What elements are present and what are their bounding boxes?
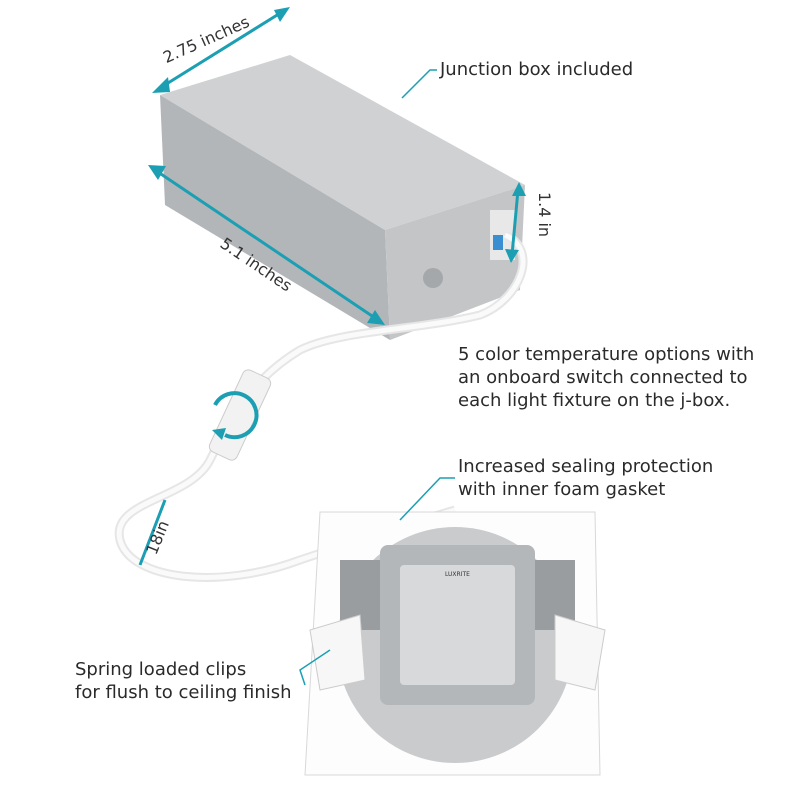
clips-callout: Spring loaded clips for flush to ceiling… xyxy=(75,658,292,704)
junction-box-callout: Junction box included xyxy=(440,59,634,80)
callout-line: an onboard switch connected to xyxy=(458,367,748,388)
callout-leaders xyxy=(299,69,455,686)
callout-line: Increased sealing protection xyxy=(458,456,714,477)
sealing-callout: Increased sealing protection with inner … xyxy=(458,455,713,501)
cable-connector xyxy=(208,369,272,461)
callout-line: Spring loaded clips xyxy=(75,659,247,680)
dimension-arrows xyxy=(138,7,526,566)
box-height-label: 1.4 in xyxy=(535,191,555,238)
product-brand-label: LUXRITE xyxy=(445,571,470,578)
callout-line: with inner foam gasket xyxy=(458,479,666,500)
callout-line: each light fixture on the j-box. xyxy=(458,390,731,411)
junction-box xyxy=(160,55,525,340)
light-fixture: LUXRITE xyxy=(304,511,606,776)
callout-line: for flush to ceiling finish xyxy=(75,682,292,703)
color-temp-callout: 5 color temperature options with an onbo… xyxy=(458,343,754,412)
callout-line: 5 color temperature options with xyxy=(458,344,755,365)
